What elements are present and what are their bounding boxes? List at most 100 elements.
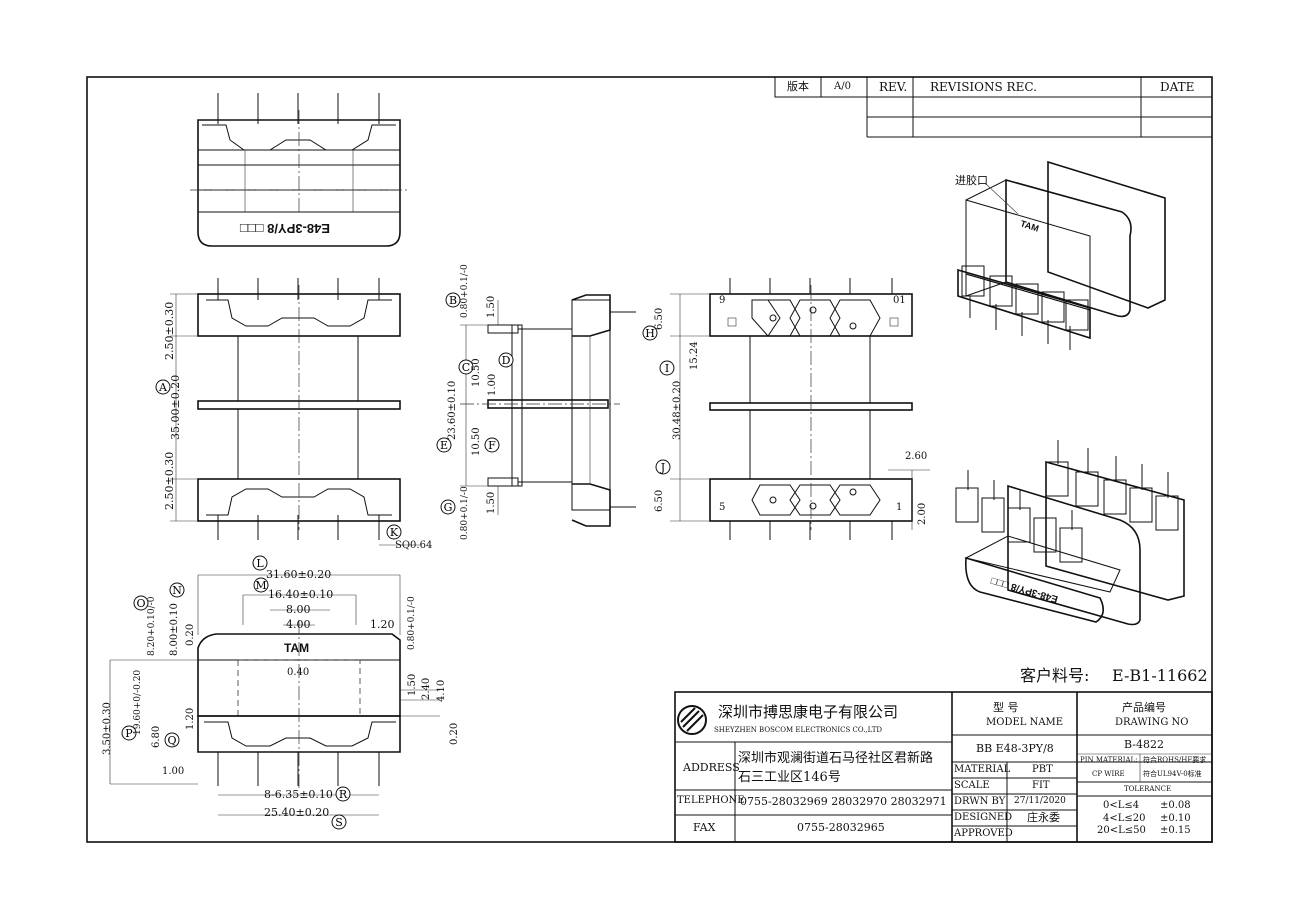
dim-label: 6.50 (654, 489, 665, 512)
customer-part-value: E-B1-11662 (1112, 666, 1208, 685)
dim-label: 3.50±0.30 (102, 702, 113, 755)
dim-label: 2.50±0.30 (163, 301, 176, 360)
dim-label: 8.00±0.10 (169, 603, 180, 656)
dim-label: 1.00 (162, 766, 185, 777)
dim-label: 31.60±0.20 (266, 568, 332, 581)
callout-circle: P (121, 725, 137, 741)
inlet-label: 进胶口 (955, 174, 988, 187)
dim-label: 1.50 (486, 491, 497, 514)
dim-label: 0.20 (449, 722, 460, 745)
fax-value: 0755-28032965 (797, 821, 885, 834)
dim-label: 0.20 (185, 623, 196, 646)
designed-value: 庄永委 (1027, 811, 1060, 824)
callout-circle: J (655, 459, 671, 475)
top-view-marking: E48-3PY/8 □□□ (240, 221, 331, 236)
company-name-en: SHEYZHEN BOSCOM ELECTRONICS CO.,LTD (714, 726, 883, 734)
dim-label: 10.50 (471, 358, 482, 387)
material-value: PBT (1032, 764, 1053, 775)
dim-label: 4.00 (286, 618, 311, 631)
material-label: MATERIAL (954, 764, 1011, 775)
rev-header: REV. (879, 80, 908, 94)
dim-label: 0.40 (287, 667, 310, 678)
tam-mark: TAM (284, 641, 310, 655)
callout-circle: D (498, 352, 514, 368)
model-value: BB E48-3PY/8 (976, 742, 1054, 755)
dim-label: 6.80 (151, 725, 162, 748)
callout-circle: M (253, 577, 269, 593)
callout-group: A B C D E F G H I J K L M N O P Q R S (121, 292, 675, 830)
drawing-value: B-4822 (1124, 738, 1164, 751)
dim-label: 10.50 (471, 427, 482, 456)
dim-label: 15.24 (689, 341, 700, 370)
designed-label: DESIGNED (954, 812, 1013, 823)
callout-circle: K (386, 524, 402, 540)
dim-label: 1.00 (487, 373, 498, 396)
tolerance-range: 0<L≤4 (1103, 800, 1140, 811)
date-header: DATE (1160, 80, 1195, 94)
callout-letter: D (502, 354, 511, 367)
pin-number: 9 (719, 295, 726, 306)
dim-label: 23.60±0.10 (447, 380, 458, 440)
callout-circle: C (458, 359, 474, 375)
callout-circle: G (440, 499, 456, 515)
callout-letter: B (449, 294, 457, 307)
address-line1: 深圳市观澜街道石马径社区君新路 (738, 751, 934, 766)
callout-letter: P (125, 727, 133, 740)
dim-label: 8.20+0.10/-0 (147, 596, 157, 656)
side-view (460, 294, 636, 527)
callout-letter: I (665, 362, 669, 375)
model-label-en: MODEL NAME (986, 717, 1064, 728)
dim-label: 25.40±0.20 (264, 806, 330, 819)
callout-circle: R (335, 786, 351, 802)
callout-letter: F (488, 439, 496, 452)
callout-letter: S (335, 816, 343, 829)
callout-circle: E (436, 437, 452, 453)
callout-letter: A (158, 381, 168, 394)
isometric-view-bottom (955, 440, 1185, 626)
dim-label: 1.50 (486, 295, 497, 318)
pin-number: 1 (896, 502, 903, 513)
callout-circle: F (484, 437, 500, 453)
revision-table-grid (774, 76, 1213, 138)
callout-circle: Q (164, 732, 180, 748)
dim-label: 1.50 (407, 673, 418, 696)
dim-label: 4.10 (436, 679, 447, 702)
telephone-label: TELEPHONE (677, 795, 745, 806)
callout-letter: C (462, 361, 470, 374)
tolerance-range: 4<L≤20 (1103, 813, 1146, 824)
dim-label: 2.50±0.30 (163, 451, 176, 510)
callout-letter: E (440, 439, 448, 452)
callout-circle: B (445, 292, 461, 308)
approved-label: APPROVED (954, 828, 1013, 839)
drawing-label-cn: 产品编号 (1122, 701, 1166, 714)
dim-label: 1.20 (370, 618, 395, 631)
callout-circle: A (155, 379, 171, 395)
pin-material-value: 符合ROHS/HF要求 (1143, 756, 1207, 764)
company-logo (677, 705, 707, 735)
cp-wire-label: CP WIRE (1092, 770, 1125, 778)
bottom-view (109, 574, 440, 816)
isometric-view-top (957, 160, 1166, 350)
callout-letter: K (390, 526, 399, 539)
cp-wire-value: 符合UL94V-0标准 (1143, 770, 1202, 778)
callout-letter: O (136, 597, 145, 610)
callout-letter: J (660, 461, 665, 474)
dim-label: 16.40±0.10 (268, 588, 334, 601)
dim-label: 6.50 (654, 307, 665, 330)
address-label: ADDRESS (683, 761, 740, 774)
sheet-border (86, 76, 1213, 843)
dim-label: SQ0.64 (395, 540, 433, 551)
pin-material-label: PIN MATERIAL: (1080, 756, 1138, 764)
dim-label: 2.00 (917, 502, 928, 525)
dim-label: 8-6.35±0.10 (264, 788, 333, 801)
tolerance-value: ±0.15 (1160, 825, 1191, 836)
callout-circle: O (133, 595, 149, 611)
tolerance-range: 20<L≤50 (1097, 825, 1146, 836)
dim-label: 0.80+0.1/-0 (407, 596, 417, 650)
address-line2: 石三工业区146号 (738, 770, 841, 785)
tolerance-value: ±0.08 (1160, 800, 1191, 811)
callout-letter: M (255, 579, 266, 592)
callout-letter: L (256, 557, 264, 570)
